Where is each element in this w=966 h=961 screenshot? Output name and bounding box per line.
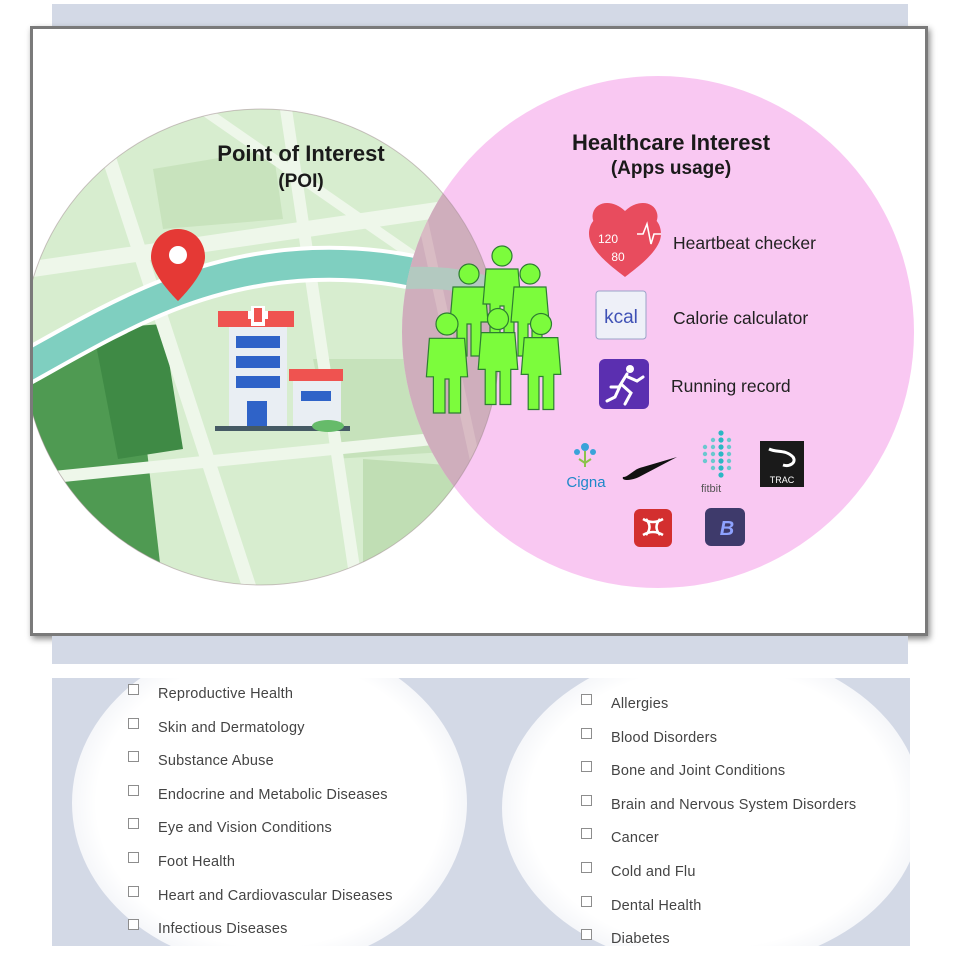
svg-text:B: B [720,518,734,540]
fitbit-dot [702,444,708,450]
app-label-calorie: Calorie calculator [673,308,809,328]
calorie-icon: kcal [595,290,647,340]
poi-subtitle: (POI) [278,171,324,192]
checkbox[interactable] [128,818,139,830]
fitbit-dot [718,437,724,443]
fitbit-dot [726,437,732,443]
under-armour-record-logo [634,509,672,547]
checklist-item-label: Cold and Flu [611,864,696,880]
checkbox[interactable] [581,794,592,806]
fitbit-dot [726,451,732,457]
fitbit-dot [710,437,716,443]
checkbox[interactable] [581,895,592,907]
fitbit-dot [710,444,716,450]
checkbox[interactable] [581,929,592,941]
fitbit-dot [718,472,724,478]
app-label-heartbeat: Heartbeat checker [673,233,816,253]
person-figure [477,307,519,406]
top-band [52,4,908,28]
fitbit-dot [718,444,724,450]
heartbeat-icon: 120 80 [589,202,661,277]
checkbox[interactable] [581,828,592,840]
checkbox[interactable] [128,717,139,729]
fitbit-dot [710,465,716,471]
venn-diagram-frame: 120 80 kcal Cigna TRAC [30,26,928,636]
heartbeat-icon-top-text: 120 [598,232,618,246]
checklist-item-label: Eye and Vision Conditions [158,820,333,837]
checklist-item-label: Allergies [611,696,669,712]
checkbox[interactable] [128,852,139,863]
cigna-logo: Cigna [566,443,606,491]
checkbox[interactable] [128,751,139,763]
fitbit-dot [702,451,708,457]
puma-trac-logo-text: TRAC [770,475,795,485]
person-figure [425,312,469,414]
checkbox[interactable] [128,684,139,695]
fitbit-dot [726,458,732,464]
checklist-item-label: Cancer [611,830,659,847]
checklist-item-label: Endocrine and Metabolic Diseases [158,786,388,803]
checklist-item-label: Bone and Joint Conditions [611,763,786,780]
fitbit-dot [726,465,732,471]
fitbit-dot [718,430,724,436]
checklist-item-label: Diabetes [611,931,670,946]
poi-title: Point of Interest [217,141,385,166]
checklist-item-label: Substance Abuse [158,753,274,770]
fitbit-logo-text: fitbit [701,483,722,495]
checklist-item-label: Skin and Dermatology [158,719,305,736]
checklist-item-label: Dental Health [611,897,702,914]
checklist-item-label: Reproductive Health [158,686,294,702]
checklist-item-label: Infectious Diseases [158,921,288,938]
calorie-icon-text: kcal [604,307,638,328]
fitbit-dot [726,444,732,450]
right-glow [502,678,910,946]
hospital-icon [215,306,350,432]
venn-diagram: 120 80 kcal Cigna TRAC [33,76,914,588]
checkbox[interactable] [581,862,592,873]
checklist-item-label: Brain and Nervous System Disorders [611,796,857,813]
checklist-item-label: Foot Health [158,854,236,870]
checkbox[interactable] [581,761,592,773]
healthcare-subtitle: (Apps usage) [610,158,732,179]
fitbit-dot [718,458,724,464]
checklist-item-label: Blood Disorders [611,729,718,746]
middle-band [52,636,908,664]
app-label-running: Running record [671,376,791,396]
fitbit-logo [702,430,732,478]
checkbox[interactable] [128,885,139,897]
checklist-item-label: Heart and Cardiovascular Diseases [158,887,393,904]
healthcare-title: Healthcare Interest [571,130,771,155]
heartbeat-icon-bottom-text: 80 [611,250,625,264]
fitbit-dot [702,458,708,464]
mapmy-logo: B [705,508,745,546]
fitbit-dot [710,458,716,464]
checkbox[interactable] [581,727,592,739]
person-figure [520,312,562,411]
checkbox[interactable] [128,919,139,931]
checkbox[interactable] [581,694,592,705]
fitbit-dot [718,451,724,457]
fitbit-dot [718,465,724,471]
running-icon [599,359,649,409]
fitbit-dot [710,451,716,457]
puma-trac-logo: TRAC [760,441,804,487]
cigna-logo-text: Cigna [566,474,606,491]
location-pin-icon [151,229,205,301]
people-group-icon [425,245,562,414]
nike-logo [622,457,677,480]
checkbox[interactable] [128,784,139,796]
